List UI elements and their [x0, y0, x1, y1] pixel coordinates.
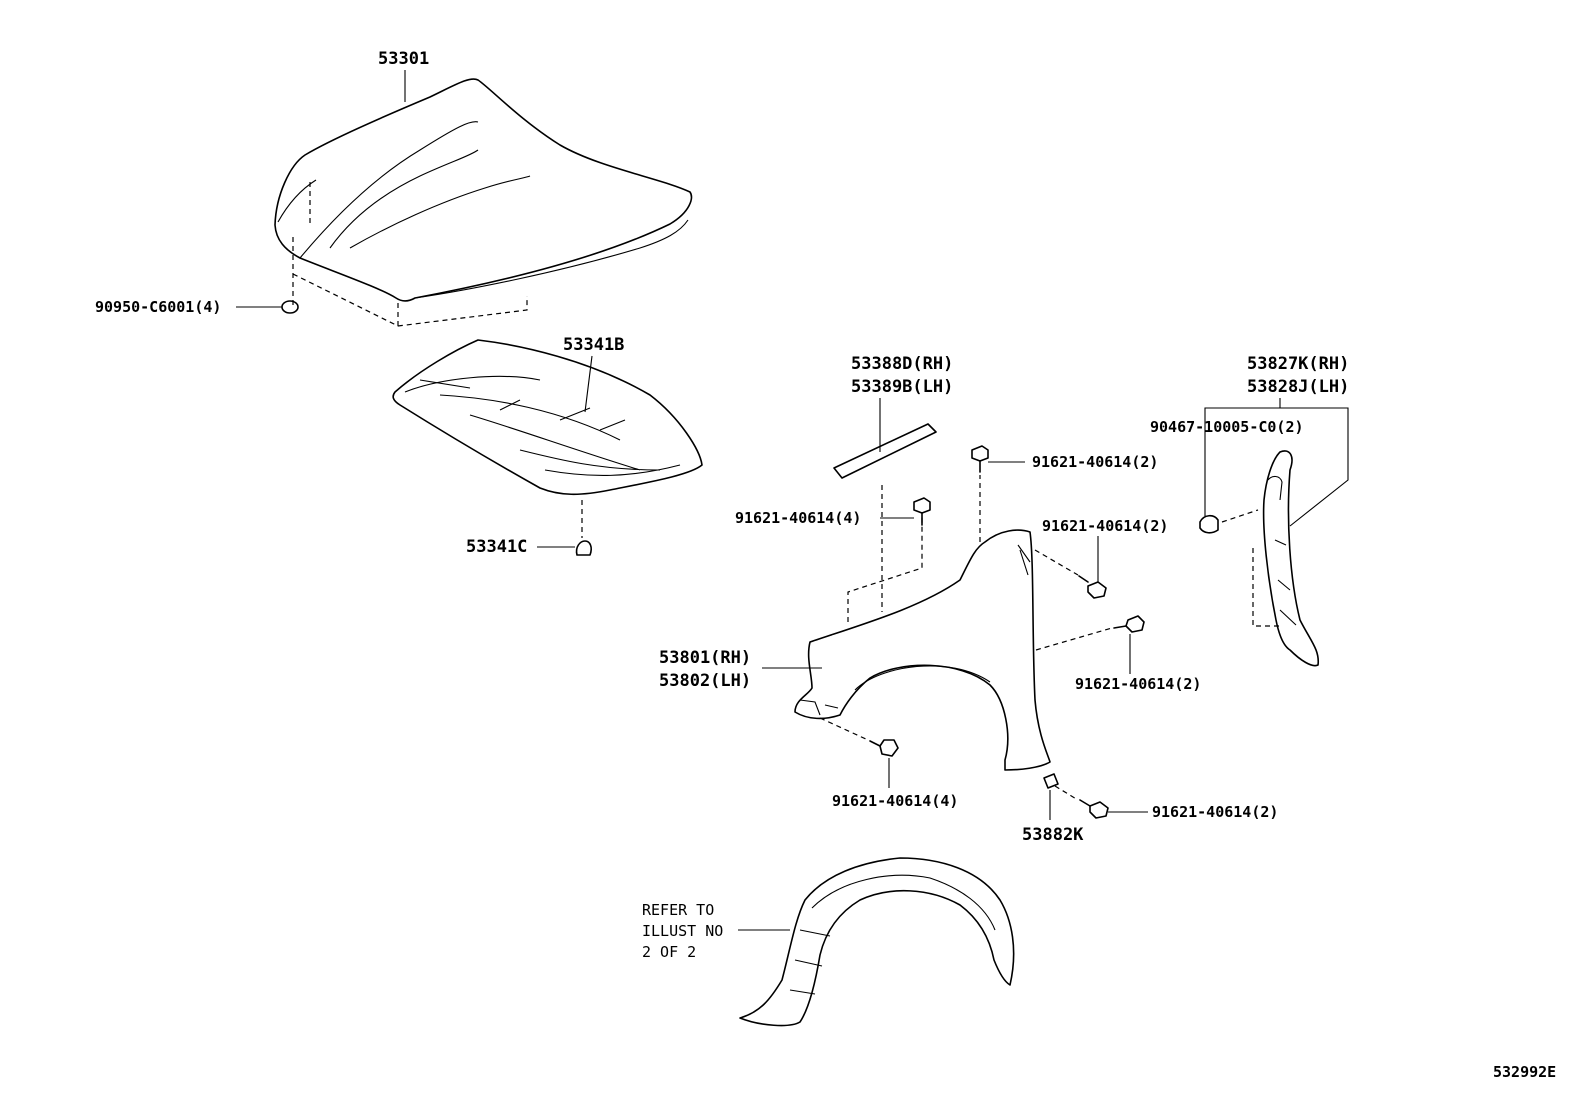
bolt-top-center-label: 91621-40614(2): [1032, 453, 1158, 471]
fender-lh-label: 53802(LH): [659, 671, 751, 691]
bolt-bottom-right: [1079, 799, 1109, 819]
fender-rh-label: 53801(RH): [659, 648, 751, 668]
hood-label: 53301: [378, 49, 429, 69]
bolt-right-mid-label: 91621-40614(2): [1075, 675, 1201, 693]
bolt-bottom-right-label: 91621-40614(2): [1152, 803, 1278, 821]
bolt-right-mid: [1113, 615, 1145, 633]
bracket-rh-label: 53827K(RH): [1247, 354, 1349, 374]
hood-cushion-label: 90950-C6001(4): [95, 298, 221, 316]
front-fender: [794, 529, 1051, 771]
bolt-bottom-left: [869, 739, 899, 757]
hood-seal: [833, 423, 937, 479]
liner-note-line-2: ILLUST NO: [642, 922, 723, 940]
seal-lh-label: 53389B(LH): [851, 377, 953, 397]
bracket-clip: [1199, 514, 1219, 534]
hood-cushion: [281, 300, 299, 314]
fender-clip: [1043, 773, 1059, 789]
bolt-bottom-left-label: 91621-40614(4): [832, 792, 958, 810]
insulator-clip: [575, 540, 592, 556]
hood-insulator-label: 53341B: [563, 335, 624, 355]
hood-panel: [274, 78, 693, 302]
fender-clip-label: 53882K: [1022, 825, 1084, 845]
bolt-top-left: [913, 497, 931, 526]
liner-note-line-1: REFER TO: [642, 901, 714, 919]
bolt-top-center: [971, 445, 989, 473]
bracket-clip-label: 90467-10005-C0(2): [1150, 418, 1304, 436]
bolt-top-left-label: 91621-40614(4): [735, 509, 861, 527]
insulator-clip-label: 53341C: [466, 537, 527, 557]
bolt-right-upper-label: 91621-40614(2): [1042, 517, 1168, 535]
seal-rh-label: 53388D(RH): [851, 354, 953, 374]
hood-insulator: [392, 339, 703, 496]
bracket-lh-label: 53828J(LH): [1247, 377, 1349, 397]
diagram-id: 532992E: [1493, 1063, 1556, 1081]
fender-liner: [739, 857, 1015, 1027]
bolt-right-upper: [1078, 575, 1107, 599]
liner-note-line-3: 2 OF 2: [642, 943, 696, 961]
fender-side-bracket: [1262, 450, 1320, 667]
